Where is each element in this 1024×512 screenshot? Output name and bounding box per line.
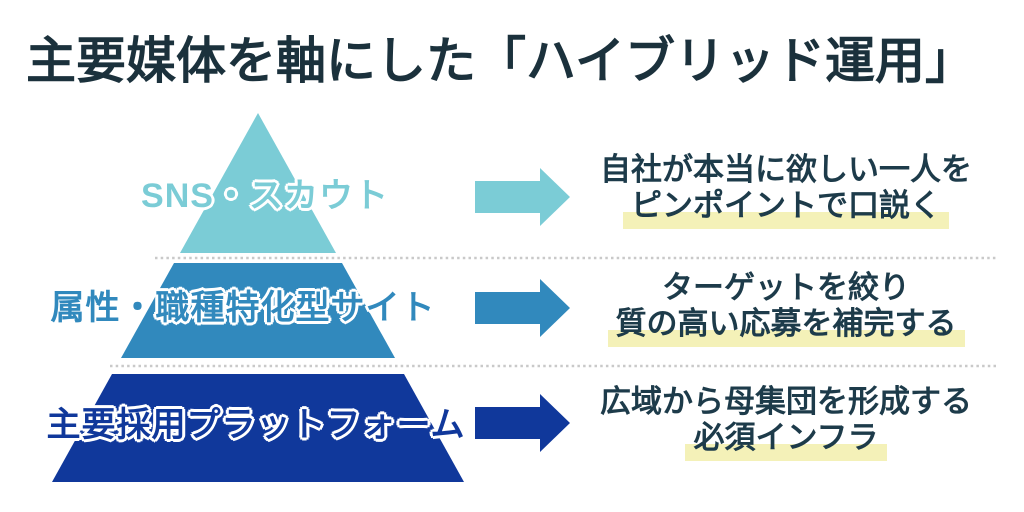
pyramid-tier3-shape bbox=[52, 374, 464, 482]
pyramid-tier3-label: 主要採用プラットフォーム bbox=[46, 406, 466, 444]
right-arrow-icon-2 bbox=[475, 279, 570, 337]
description-row-3: 広域から母集団を形成する 必須インフラ bbox=[586, 384, 986, 461]
highlighted-text: ピンポイントで口説く bbox=[623, 188, 949, 229]
description-row-1: 自社が本当に欲しい一人を ピンポイントで口説く bbox=[586, 152, 986, 229]
description-row-3-line-2: 必須インフラ bbox=[586, 420, 986, 461]
description-row-2-line-2: 質の高い応募を補完する bbox=[586, 306, 986, 347]
page-title: 主要媒体を軸にした「ハイブリッド運用」 bbox=[26, 33, 975, 89]
description-row-1-line-2: ピンポイントで口説く bbox=[586, 188, 986, 229]
highlighted-text: 質の高い応募を補完する bbox=[607, 306, 965, 347]
description-row-1-line-1: 自社が本当に欲しい一人を bbox=[600, 152, 972, 187]
right-arrow-icon-3 bbox=[475, 394, 570, 452]
pyramid-tier2-shape bbox=[121, 263, 395, 358]
right-arrow-icon-1 bbox=[475, 168, 570, 226]
description-row-3-line-1: 広域から母集団を形成する bbox=[600, 384, 972, 419]
description-row-2: ターゲットを絞り 質の高い応募を補完する bbox=[586, 270, 986, 347]
highlighted-text: 必須インフラ bbox=[685, 420, 887, 461]
pyramid-tier1-shape bbox=[180, 113, 336, 253]
description-row-2-line-1: ターゲットを絞り bbox=[662, 270, 910, 305]
pyramid-tier1-label: SNS・スカウト bbox=[141, 177, 389, 215]
pyramid-tier2-label: 属性・職種特化型サイト bbox=[50, 289, 436, 327]
